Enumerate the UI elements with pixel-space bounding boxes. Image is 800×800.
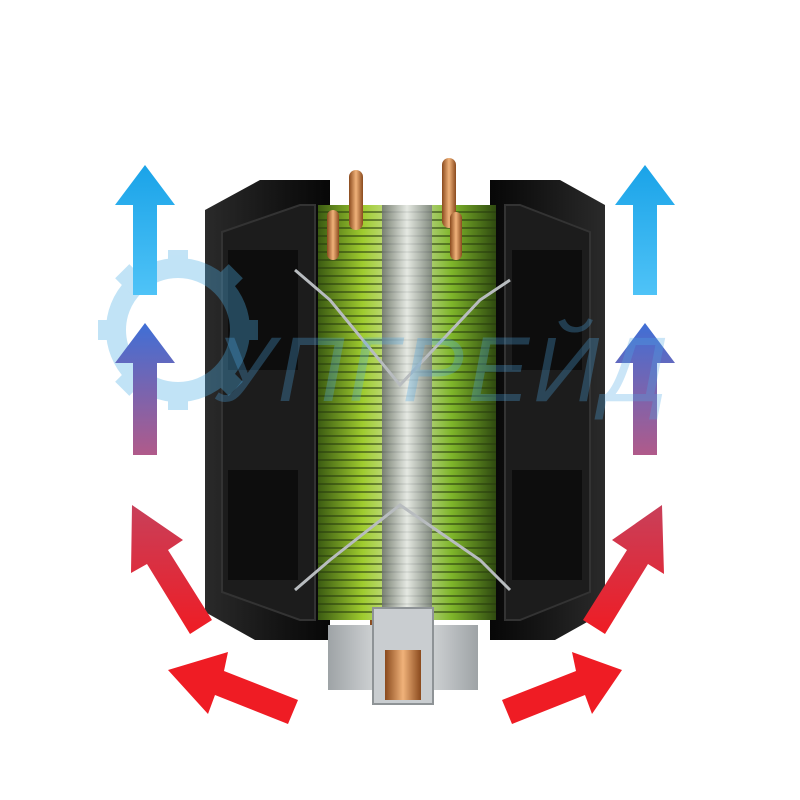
right-fan	[490, 180, 605, 640]
heatsink-fins	[318, 205, 496, 620]
airflow-arrows-left	[115, 165, 298, 724]
airflow-arrows-right	[502, 165, 675, 724]
cooler-base	[328, 607, 478, 705]
left-fan	[205, 180, 330, 640]
heatpipe-icon	[349, 170, 363, 230]
fan-clips	[294, 268, 512, 592]
gear-watermark-icon	[98, 250, 258, 410]
airflow-arrow-icon	[115, 165, 175, 295]
